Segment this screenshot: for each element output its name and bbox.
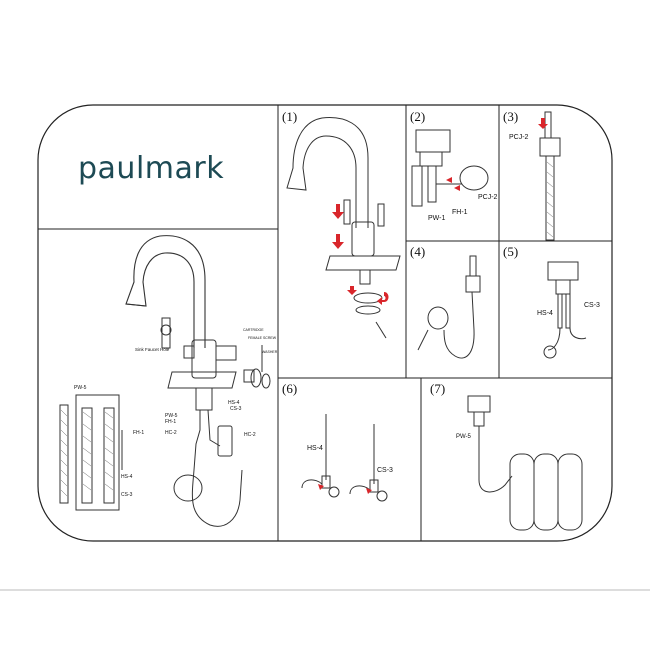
step-6-label-hs4: HS-4 — [307, 445, 323, 452]
step-7-drawing — [467, 395, 583, 531]
label-pw5-left: PW-5 — [74, 385, 87, 391]
step-2-number: (2) — [410, 109, 425, 124]
step-6-label-cs3: CS-3 — [377, 467, 393, 474]
overview-hose-braid — [60, 409, 114, 497]
step-5-drawing — [543, 261, 587, 359]
step-3-label-pcj2: PCJ-2 — [509, 134, 529, 141]
step-2-label-pcj2: PCJ-2 — [478, 194, 498, 201]
step-6-number: (6) — [282, 381, 297, 396]
step-2-label-fh1: FH-1 — [452, 209, 468, 216]
label-cs3-left: CS-3 — [121, 492, 133, 498]
step-2-drawing — [411, 129, 489, 207]
label-hc2-left: HC-2 — [165, 430, 177, 436]
brand-logo: paulmark — [78, 151, 224, 186]
step-5-label-hs4: HS-4 — [537, 310, 553, 317]
step-5-number: (5) — [503, 244, 518, 259]
step-7-number: (7) — [430, 381, 445, 396]
label-washer: WASHER — [262, 350, 278, 354]
step-2-arrows — [446, 177, 460, 191]
step-4-number: (4) — [410, 244, 425, 259]
label-hs4: HS-4 — [228, 400, 240, 406]
label-cartridge: CARTRIDGE — [243, 328, 264, 332]
step-3-arrow — [538, 118, 548, 129]
label-sink-faucet-hole: Sink Faucet Hole — [135, 347, 170, 352]
step-7-label-pw5: PW-5 — [456, 434, 472, 440]
step-5-label-cs3: CS-3 — [584, 302, 600, 309]
step-3-drawing — [539, 111, 561, 241]
label-fh1-left: FH-1 — [133, 430, 144, 436]
step-3-number: (3) — [503, 109, 518, 124]
step-6-drawing — [301, 414, 388, 502]
step-1-faucet — [286, 117, 401, 339]
label-cs3: CS-3 — [230, 406, 242, 412]
step-3-braid — [546, 161, 554, 238]
step-1-number: (1) — [282, 109, 297, 124]
step-4-drawing — [417, 255, 481, 359]
step-6-arrows — [318, 484, 372, 494]
step-1-arrows — [332, 204, 389, 305]
diagram-frame — [37, 104, 613, 542]
label-pw5: PW-5 — [165, 413, 178, 419]
overview-faucet — [59, 235, 271, 527]
label-female-screw: FEMALE SCREW — [248, 336, 277, 340]
label-hs4-left: HS-4 — [121, 474, 133, 480]
step-2-label-pw1: PW-1 — [428, 215, 445, 222]
label-fh1: FH-1 — [165, 419, 176, 425]
label-hc2-right: HC-2 — [244, 432, 256, 438]
